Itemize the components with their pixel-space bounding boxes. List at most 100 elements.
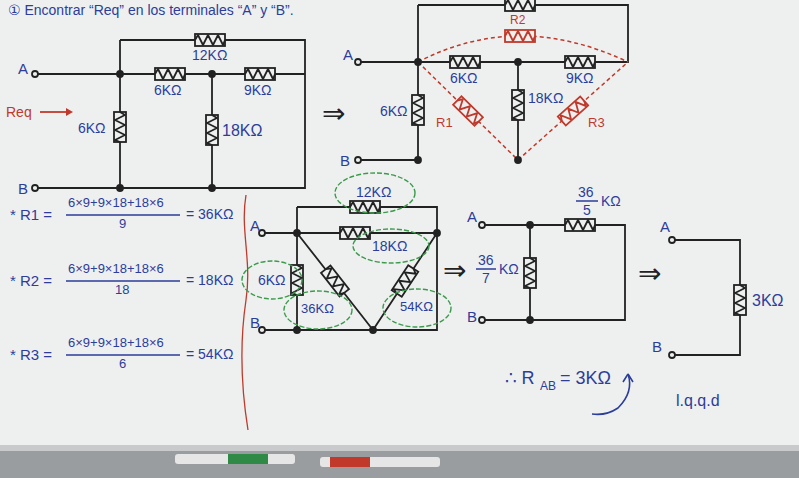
terminal-label: B (340, 152, 350, 169)
resistor-value: 6KΩ (78, 120, 106, 136)
formula-numerator: 6×9+9×18+18×6 (68, 262, 164, 277)
drawing-part (32, 71, 38, 77)
formula-lhs: * R1 = (10, 206, 52, 223)
formula-denominator: 9 (119, 217, 126, 232)
drawing-part (155, 68, 185, 80)
formula-denominator: 18 (115, 283, 129, 298)
delta-resistor-name: R1 (436, 116, 453, 131)
drawing-part (418, 36, 628, 160)
drawing-part (35, 40, 305, 188)
drawing-part (392, 265, 419, 297)
drawing-part (412, 95, 424, 125)
resistor-value: 18KΩ (528, 90, 563, 106)
drawing-part (669, 352, 675, 358)
formula-lhs: * R3 = (10, 346, 52, 363)
drawing-part (358, 5, 628, 160)
drawing-part (206, 115, 218, 145)
fraction-numerator: 36 (478, 252, 494, 268)
drawing-part (482, 225, 625, 320)
drawing-part (512, 90, 524, 120)
fraction-denominator: 5 (583, 202, 591, 218)
drawing-part (294, 327, 300, 333)
resistor-value: 6KΩ (154, 82, 182, 98)
circuit-with-delta (355, 0, 628, 163)
drawing-part (453, 96, 483, 126)
board-tray (0, 445, 799, 478)
drawing-part (32, 185, 38, 191)
resistor-value: 12KΩ (356, 184, 391, 200)
drawing-part (515, 59, 521, 65)
drawing-part (370, 327, 376, 333)
drawing-part (245, 68, 275, 80)
circuit-parallel-series (479, 219, 625, 323)
drawing-part (66, 108, 73, 116)
drawing-part (623, 374, 633, 382)
drawing-part (284, 291, 352, 329)
terminal-label: A (660, 218, 670, 235)
drawing-part (479, 222, 485, 228)
resistor-value: 36KΩ (301, 302, 334, 317)
resistor-value: 18KΩ (372, 238, 407, 254)
formula-denominator: 6 (119, 357, 126, 372)
drawing-part (415, 59, 421, 65)
circuit-converted (259, 201, 440, 333)
fraction-denominator: 7 (482, 270, 490, 286)
drawing-part (195, 34, 225, 46)
step-arrow: ⇒ (322, 98, 345, 130)
formula-result: = 36KΩ (186, 206, 233, 222)
drawing-part (669, 237, 675, 243)
result-text: = 3KΩ (560, 368, 611, 389)
drawing-part (175, 454, 295, 464)
drawing-part (66, 354, 180, 356)
resistor-value: 9KΩ (244, 82, 272, 98)
result-subscript: AB (540, 380, 556, 394)
drawing-part (524, 258, 536, 288)
drawing-part (476, 268, 496, 270)
terminal-label: B (250, 314, 260, 331)
resistor-value: 54KΩ (400, 300, 433, 315)
terminal-label: A (467, 208, 477, 225)
drawing-part (355, 59, 361, 65)
drawing-part (209, 185, 215, 191)
drawing-part (330, 457, 370, 467)
resistor-value: 3KΩ (752, 292, 784, 310)
drawing-part (355, 157, 361, 163)
drawing-part (565, 219, 595, 231)
drawing-part (527, 317, 533, 323)
drawing-part (66, 214, 180, 216)
unit-label: KΩ (499, 261, 519, 277)
formula-numerator: 6×9+9×18+18×6 (68, 336, 164, 351)
qed-note: l.q.q.d (676, 392, 720, 410)
drawing-part (415, 157, 421, 163)
terminal-label: B (652, 338, 662, 355)
drawing-part (294, 230, 300, 236)
resistor-value: 18KΩ (222, 122, 262, 140)
formula-result: = 54KΩ (186, 346, 233, 362)
circuit-final (669, 237, 746, 358)
drawing-part (114, 112, 126, 142)
drawing-part (479, 317, 485, 323)
formula-result: = 18KΩ (186, 272, 233, 288)
drawing-part (383, 289, 451, 327)
drawing-part (565, 56, 595, 68)
drawing-part (117, 185, 123, 191)
terminal-label: A (18, 60, 28, 77)
terminal-label: B (467, 308, 477, 325)
resistor-value: 6KΩ (258, 272, 286, 288)
green-clouds (242, 173, 451, 329)
req-label: Req (6, 104, 32, 120)
drawing-part (505, 30, 535, 42)
drawing-part (40, 111, 66, 113)
formula-numerator: 6×9+9×18+18×6 (68, 196, 164, 211)
drawing-part (434, 230, 440, 236)
delta-resistor-name: R3 (588, 116, 605, 131)
resistor-value: 9KΩ (566, 70, 594, 86)
drawing-part (350, 201, 380, 213)
drawing-part (505, 0, 535, 11)
drawing-part (576, 200, 598, 202)
circuit-original (32, 34, 305, 191)
step-arrow: ⇒ (638, 258, 661, 290)
drawing-part (209, 71, 215, 77)
result-text: ∴ R (505, 368, 534, 389)
